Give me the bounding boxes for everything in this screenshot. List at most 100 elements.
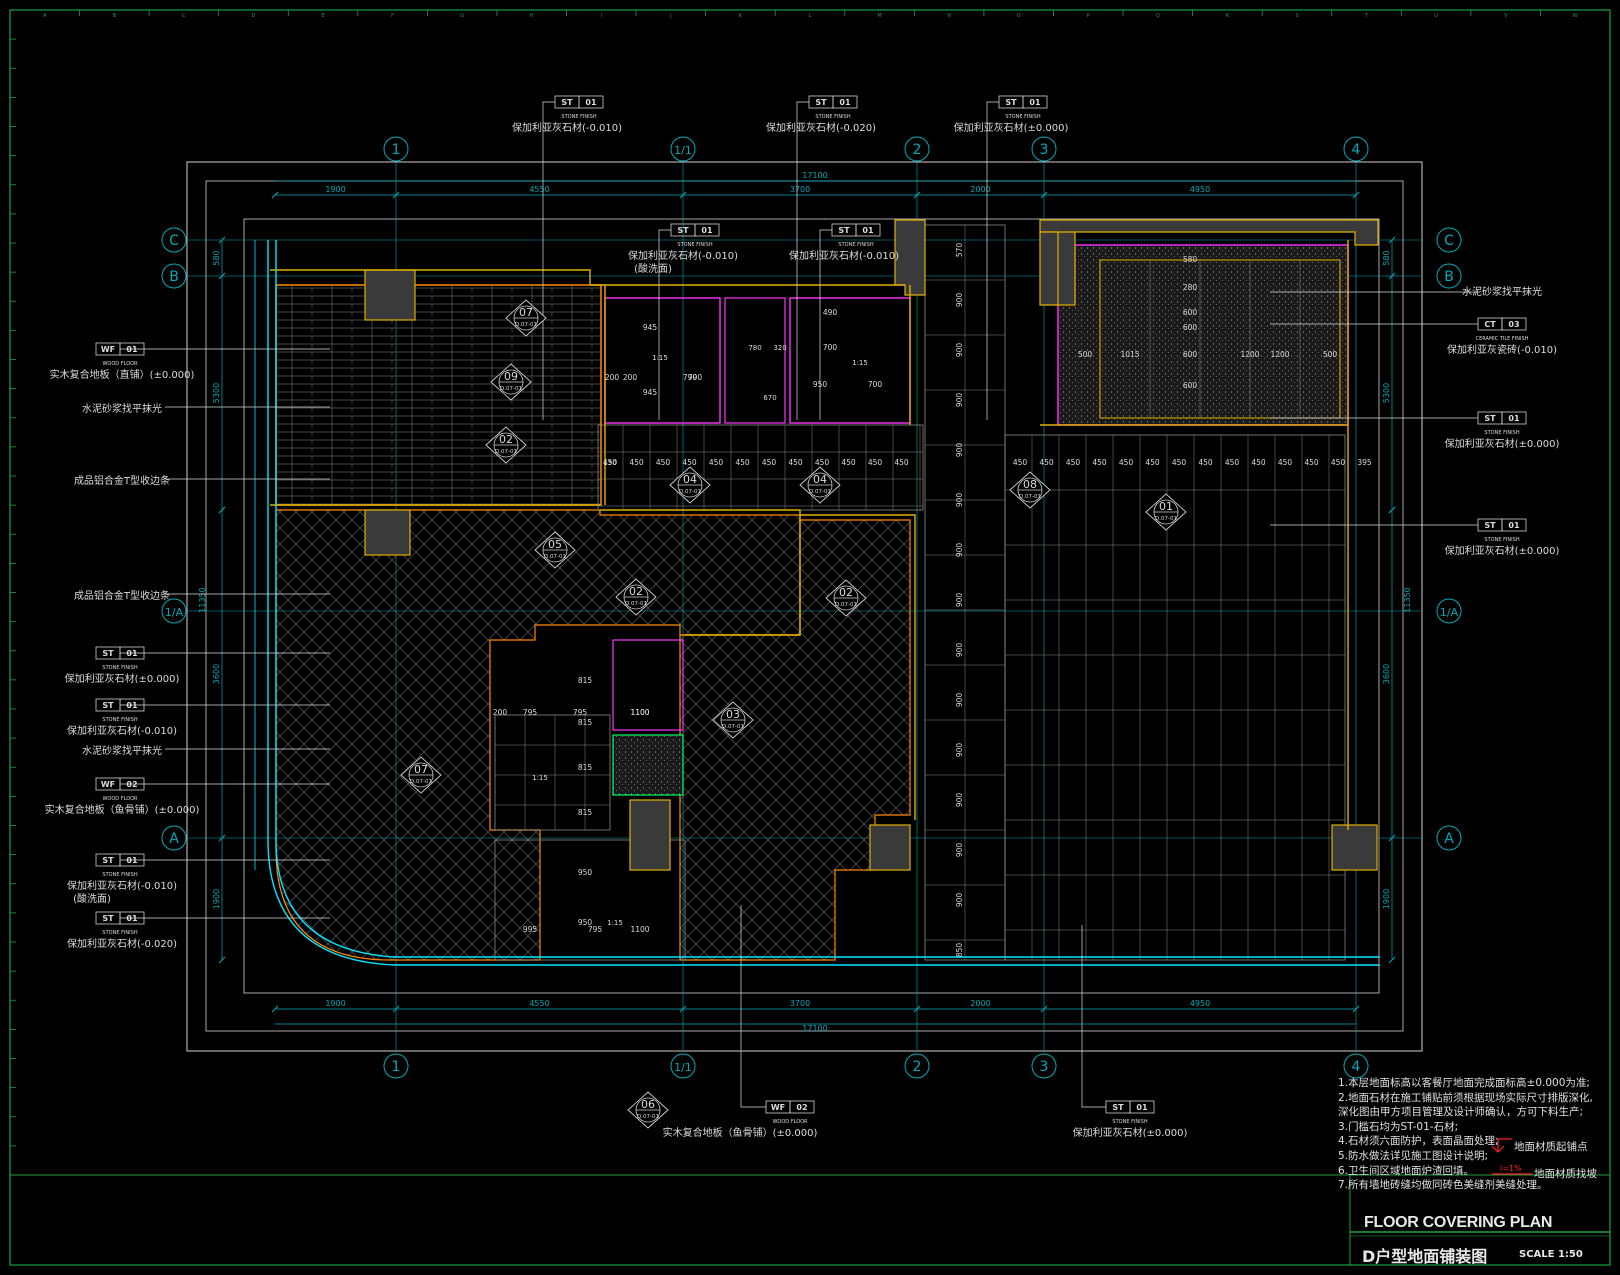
callout-num: 01 — [126, 649, 138, 658]
frame-letter: L — [809, 13, 812, 19]
callout-cn: 保加利亚灰石材(±0.000) — [1073, 1126, 1188, 1139]
callout-num: 01 — [126, 701, 138, 710]
axis-bubble — [904, 136, 930, 162]
callout-en: CERAMIC TILE FINISH — [1476, 336, 1529, 342]
tile-dim: 995 — [523, 925, 538, 934]
dim-text: 2000 — [970, 999, 990, 1008]
tile-dim: 900 — [955, 593, 964, 608]
frame-letter: S — [1295, 13, 1298, 19]
callout-en: STONE FINISH — [1005, 114, 1040, 120]
detail-tag-num: 07 — [519, 306, 533, 319]
tile-dim: 1:15 — [532, 774, 548, 782]
callout-cn: 保加利亚灰石材(-0.020) — [67, 937, 177, 950]
callout-code: ST — [102, 649, 114, 658]
callout-num-box — [694, 223, 720, 237]
tile-dim: 1200 — [1270, 350, 1289, 359]
callout-num: 01 — [1508, 521, 1520, 530]
dim-tick — [1352, 1005, 1360, 1013]
leader-line — [658, 229, 671, 420]
tile-dim: 450 — [603, 458, 618, 467]
dim-tick — [271, 191, 279, 199]
note-2: 2.地面石材在施工铺贴前须根据现场实际尺寸排版深化, — [1338, 1091, 1593, 1104]
tile-dim: 1200 — [1240, 350, 1259, 359]
callout-en: STONE FINISH — [677, 242, 712, 248]
dim-tick — [679, 191, 687, 199]
leader-line — [740, 905, 766, 1108]
tile-dim: 790 — [683, 373, 698, 382]
callout-cn2: (酸洗面) — [634, 262, 672, 275]
callout-num: 02 — [126, 780, 137, 789]
tile-dim: 1100 — [630, 708, 649, 717]
legend-start-label: 地面材质起铺点 — [1514, 1140, 1588, 1153]
tile-dim: 1100 — [630, 925, 649, 934]
detail-tag-ref: D.07-01 — [1155, 516, 1177, 522]
callout-num-box — [855, 223, 881, 237]
note-4: 4.石材须六面防护，表面晶面处理; — [1338, 1135, 1499, 1148]
axis-bubble — [161, 227, 187, 253]
tile-dim: 900 — [955, 793, 964, 808]
axis-label: 2 — [913, 142, 922, 158]
tile-dim: 700 — [868, 380, 883, 389]
tile-dim: 1015 — [1120, 350, 1139, 359]
leader-line — [1081, 925, 1106, 1108]
tile-dim: 200 — [605, 373, 620, 382]
frame-letter: E — [321, 13, 324, 19]
frame-letter: M — [877, 13, 881, 19]
tile-dim: 1:15 — [607, 919, 623, 927]
frame-letter: R — [1226, 13, 1230, 19]
frame-letter: H — [530, 13, 534, 19]
tile-dim: 570 — [955, 243, 964, 258]
note-2b: 深化图由甲方项目管理及设计师确认，方可下料生产; — [1338, 1106, 1584, 1119]
detail-tag-num: 06 — [641, 1098, 655, 1111]
dim-text: 2000 — [970, 185, 990, 194]
callout-cn: 成品铝合金T型收边条 — [74, 474, 170, 487]
general-notes: 1.本层地面标高以客餐厅地面完成面标高±0.000为准; 2.地面石材在施工铺贴… — [1338, 1076, 1608, 1193]
dim-text: 11350 — [1403, 587, 1412, 612]
callout-cn: 保加利亚灰石材(-0.010) — [67, 879, 177, 892]
dim-tick — [913, 191, 921, 199]
frame-letter: C — [182, 13, 186, 19]
axis-bubble — [1436, 227, 1462, 253]
tile-dim: 900 — [955, 843, 964, 858]
detail-tag-ref: D.07-01 — [410, 779, 432, 785]
callout-num-box — [578, 95, 604, 109]
callout-cn: 保加利亚灰石材(±0.000) — [954, 121, 1069, 134]
dim-text: 4550 — [529, 999, 549, 1008]
axis-bubble — [161, 825, 187, 851]
axis-label: 2 — [913, 1059, 922, 1075]
axis-label: C — [1444, 233, 1454, 249]
detail-tag-num: 02 — [499, 433, 513, 446]
frame-letter: I — [601, 13, 602, 19]
axis-label: 1 — [392, 1059, 401, 1075]
axis-bubble — [383, 1053, 409, 1079]
callout-num: 01 — [1029, 98, 1041, 107]
callout-cn: 保加利亚灰石材(-0.010) — [512, 121, 622, 134]
detail-tag-ref: D.07-01 — [679, 489, 701, 495]
dim-text: 5300 — [212, 383, 221, 403]
tile-dim: 450 — [1198, 458, 1213, 467]
dim-text: 3600 — [1382, 664, 1391, 684]
callout-en: WOOD FLOOR — [102, 361, 138, 367]
axis-label: 1/1 — [674, 1061, 692, 1074]
leader-line — [819, 229, 832, 420]
tile-dim: 900 — [955, 693, 964, 708]
dim-tick — [271, 1005, 279, 1013]
tile-dim: 450 — [1331, 458, 1346, 467]
tile-dim: 900 — [955, 543, 964, 558]
detail-tag-ref: D.07-01 — [809, 489, 831, 495]
callout-en: STONE FINISH — [102, 872, 137, 878]
dim-tick — [679, 1005, 687, 1013]
tile-dim: 450 — [1278, 458, 1293, 467]
tile-dim: 945 — [643, 388, 658, 397]
callout-num-box — [1501, 411, 1527, 425]
axis-label: C — [169, 233, 179, 249]
callout-num: 03 — [1508, 320, 1519, 329]
axis-label: A — [1444, 831, 1454, 847]
callout-cn: 保加利亚灰石材(-0.010) — [628, 249, 738, 262]
detail-tag-ref: D.07-01 — [625, 601, 647, 607]
tile-dim: 280 — [1183, 283, 1198, 292]
tile-dim: 790 — [688, 373, 703, 382]
tile-dim: 450 — [868, 458, 883, 467]
